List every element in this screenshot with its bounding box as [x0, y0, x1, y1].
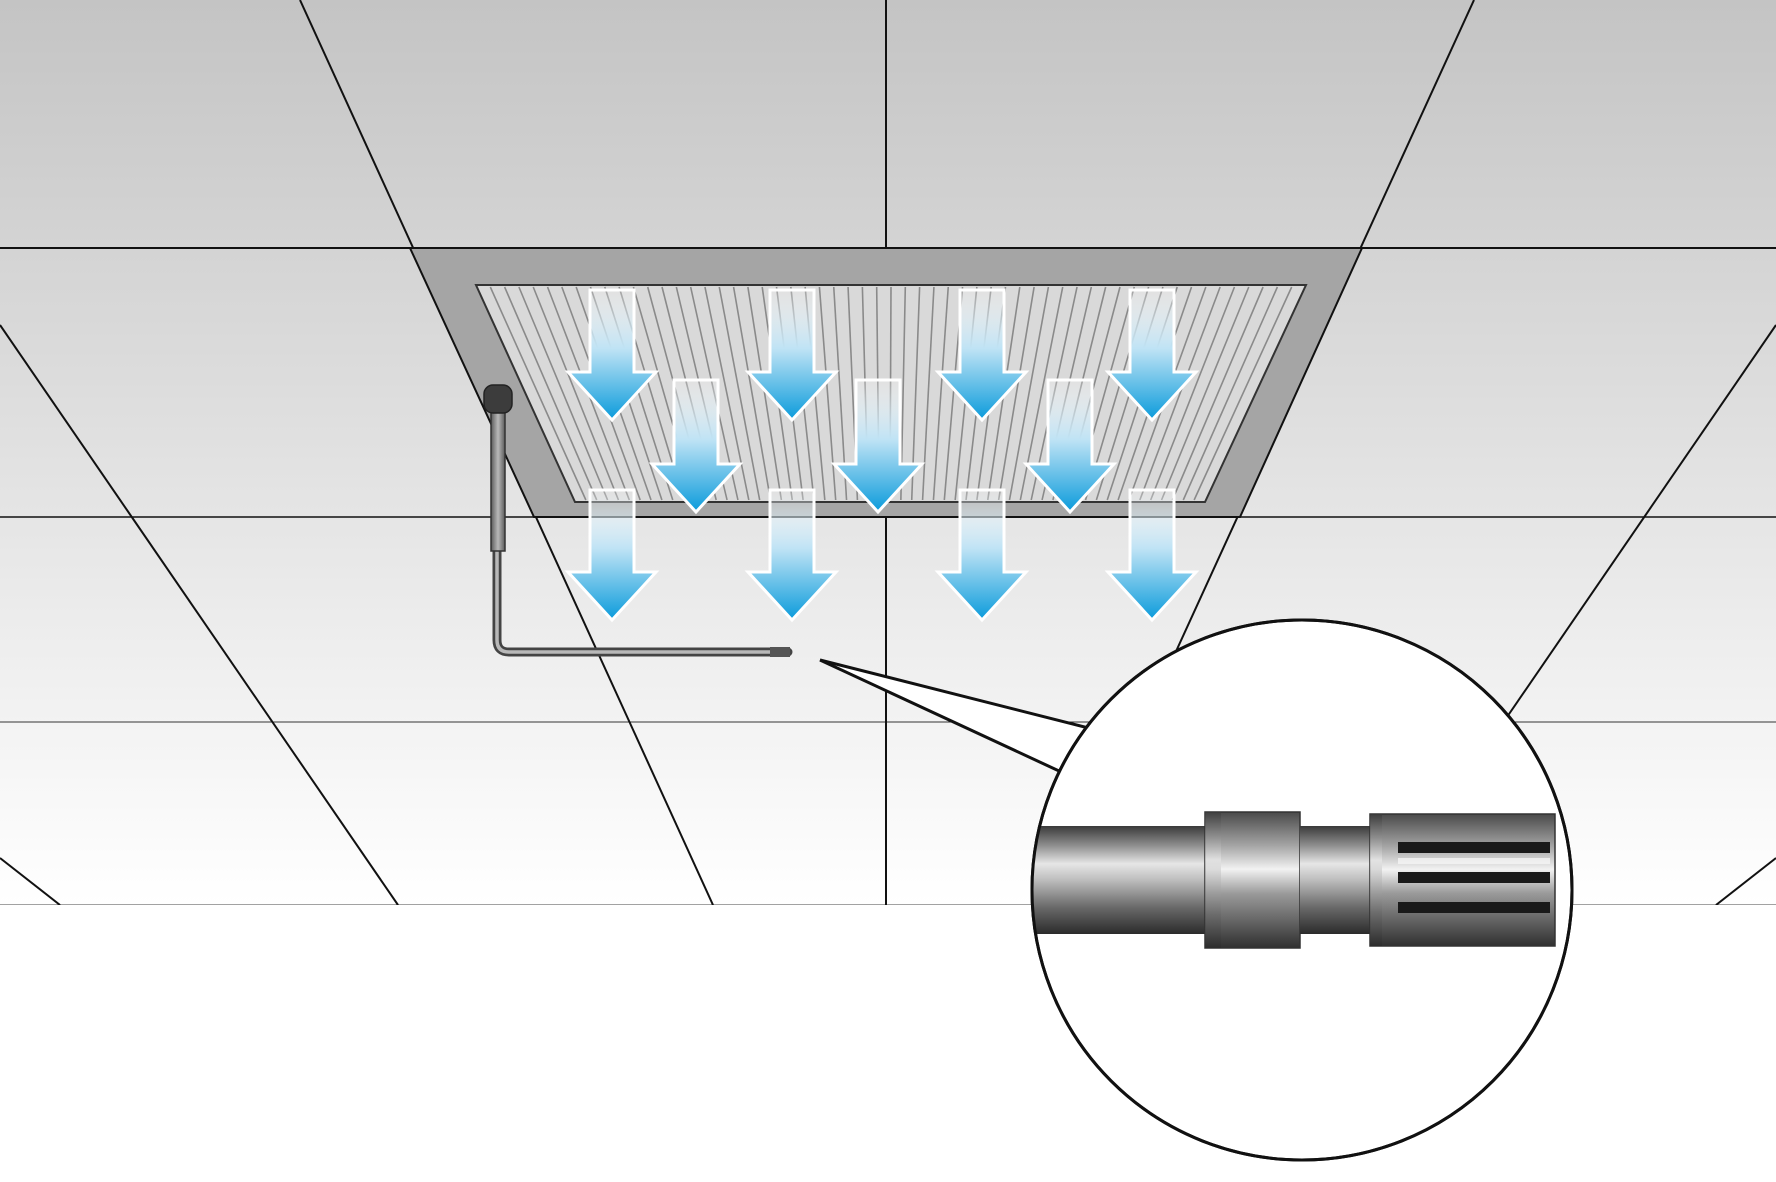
sensor-closeup [1032, 811, 1556, 949]
sensor-slot-1 [1398, 842, 1550, 853]
callout-line-bottom [819, 658, 1101, 792]
diffuser-slat [921, 286, 935, 501]
down-arrow-icon [1104, 488, 1200, 623]
sensor-slot-3 [1398, 902, 1550, 913]
diffuser-slat [732, 286, 772, 501]
diffuser-slat [718, 286, 761, 501]
grid-line-diag-right-corner [1715, 857, 1776, 905]
magnified-sensor-detail [819, 618, 1574, 1162]
callout-line-top [819, 658, 1129, 740]
diffuser-slat [532, 286, 620, 501]
sensor-neck [1300, 826, 1370, 934]
down-arrow-icon [934, 288, 1030, 423]
sensor-slot-highlight [1398, 858, 1550, 864]
down-arrow-icon [1022, 378, 1118, 515]
down-arrow-icon [744, 488, 840, 623]
sensor-slot-2 [1398, 872, 1550, 883]
down-arrow-icon [934, 488, 1030, 623]
down-arrow-icon [648, 378, 744, 515]
diffuser-slat [997, 286, 1035, 501]
down-arrow-icon [830, 378, 926, 515]
sensor-head-rim [1370, 814, 1382, 946]
diffuser-slat [1193, 286, 1293, 501]
temperature-probe [483, 384, 793, 657]
diffuser-slat [1171, 286, 1264, 501]
diffuser-slats [489, 286, 1293, 501]
down-arrow-icon [1104, 288, 1200, 423]
diffuser-slat [1149, 286, 1236, 501]
probe-cable-highlight [495, 546, 790, 654]
grid-line-diag-left-outer [0, 324, 399, 905]
diffuser-slat [518, 286, 609, 501]
diffuser-slat [932, 286, 950, 501]
sensor-cable [1032, 826, 1205, 934]
diffuser-slat [747, 286, 783, 501]
down-arrow-icon [744, 288, 840, 423]
diffuser-slat [1008, 286, 1050, 501]
sensor-collar-lip [1205, 812, 1221, 948]
diffuser-slat [503, 286, 598, 501]
probe-cap-icon [483, 384, 513, 414]
diffuser-slat [489, 286, 587, 501]
grid-line-diag-left-corner [0, 857, 61, 905]
airflow-arrows [564, 288, 1200, 623]
diffuser-slat [1139, 286, 1221, 501]
probe-tip [770, 647, 790, 657]
magnifier-lens-border [1030, 618, 1574, 1162]
down-arrow-icon [564, 488, 660, 623]
callout-pointer [820, 660, 1128, 790]
diffuser-slat [1160, 286, 1250, 501]
diffuser-slat [1182, 286, 1279, 501]
down-arrow-icon [564, 288, 660, 423]
probe-rod [490, 404, 506, 552]
